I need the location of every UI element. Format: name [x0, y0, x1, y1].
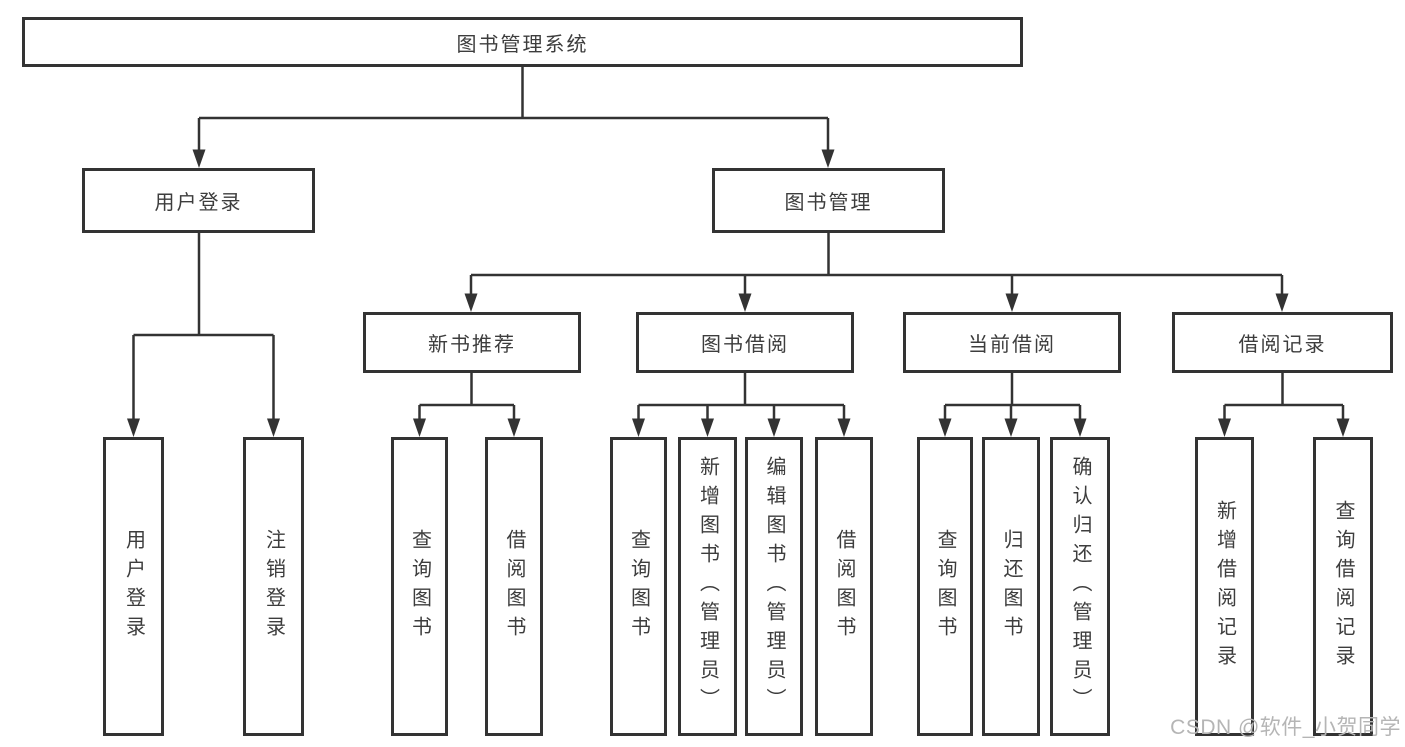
node-user-login-label: 用户登录 — [154, 192, 243, 214]
connector-new-book-recommend-to-leaves — [418, 373, 516, 429]
connector-user-login-to-leaves — [132, 233, 275, 429]
leaf-add-books-admin-label: 新增图书（管理员） — [696, 456, 719, 717]
leaf-query-books-current-label: 查询图书 — [934, 528, 956, 645]
node-new-book-recommend: 新书推荐 — [363, 312, 581, 373]
node-root-system-label: 图书管理系统 — [456, 33, 589, 56]
node-borrow-records-label: 借阅记录 — [1238, 334, 1327, 356]
leaf-add-borrow-record: 新增借阅记录 — [1195, 437, 1254, 736]
node-current-borrow-label: 当前借阅 — [968, 334, 1056, 356]
node-new-book-recommend-label: 新书推荐 — [428, 334, 516, 356]
node-user-login: 用户登录 — [82, 168, 315, 233]
leaf-user-login-label: 用户登录 — [122, 528, 145, 645]
leaf-borrow-books-recommend: 借阅图书 — [485, 437, 543, 736]
leaf-add-books-admin: 新增图书（管理员） — [678, 437, 737, 736]
leaf-return-books: 归还图书 — [982, 437, 1040, 736]
leaf-add-borrow-record-label: 新增借阅记录 — [1213, 499, 1236, 674]
connector-current-borrow-to-leaves — [943, 373, 1082, 429]
node-book-management-label: 图书管理 — [784, 192, 873, 214]
leaf-query-borrow-record-label: 查询借阅记录 — [1332, 499, 1354, 674]
connector-book-management-to-level3 — [469, 233, 1284, 304]
node-root-system: 图书管理系统 — [22, 17, 1023, 67]
leaf-query-books-borrow: 查询图书 — [610, 437, 667, 736]
leaf-query-books-recommend-label: 查询图书 — [408, 528, 431, 645]
leaf-query-books-current: 查询图书 — [917, 437, 973, 736]
leaf-user-login: 用户登录 — [103, 437, 164, 736]
leaf-confirm-return-admin-label: 确认归还（管理员） — [1069, 456, 1091, 717]
node-book-borrow-label: 图书借阅 — [701, 334, 789, 356]
leaf-logout-label: 注销登录 — [262, 528, 285, 645]
leaf-query-books-borrow-label: 查询图书 — [627, 528, 650, 645]
leaf-borrow-books: 借阅图书 — [815, 437, 873, 736]
connector-book-borrow-to-leaves — [637, 373, 846, 429]
leaf-return-books-label: 归还图书 — [1000, 528, 1022, 645]
csdn-watermark: CSDN @软件_小贺同学 — [1170, 716, 1401, 739]
leaf-query-borrow-record: 查询借阅记录 — [1313, 437, 1373, 736]
node-borrow-records: 借阅记录 — [1172, 312, 1393, 373]
leaf-confirm-return-admin: 确认归还（管理员） — [1050, 437, 1110, 736]
leaf-query-books-recommend: 查询图书 — [391, 437, 448, 736]
leaf-borrow-books-recommend-label: 借阅图书 — [503, 528, 525, 645]
leaf-edit-books-admin: 编辑图书（管理员） — [745, 437, 803, 736]
node-book-borrow: 图书借阅 — [636, 312, 854, 373]
leaf-edit-books-admin-label: 编辑图书（管理员） — [763, 456, 785, 717]
connector-root-to-level2 — [197, 67, 830, 160]
leaf-borrow-books-label: 借阅图书 — [833, 528, 855, 645]
leaf-logout: 注销登录 — [243, 437, 304, 736]
connector-borrow-records-to-leaves — [1223, 373, 1345, 429]
node-book-management: 图书管理 — [712, 168, 945, 233]
node-current-borrow: 当前借阅 — [903, 312, 1121, 373]
